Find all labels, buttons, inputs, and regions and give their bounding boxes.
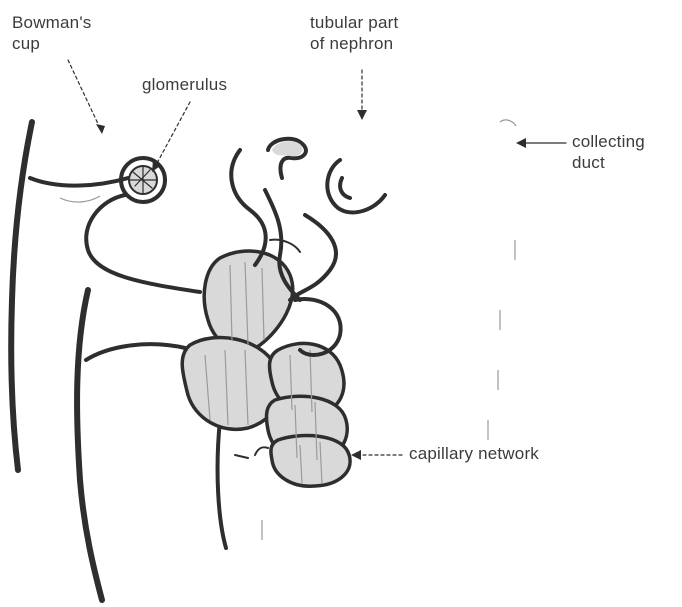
collecting-duct-label-line-1: collecting [572,131,645,152]
afferent-arteriole [30,178,128,186]
bowmans-cup-label: Bowman's cup [12,12,92,54]
capillary-network-label: capillary network [409,443,539,464]
tubular-coil-1 [231,150,265,265]
tubular-coil-2-fill [272,141,302,156]
afferent-arrow [60,196,100,202]
tubular-arrowhead [357,110,367,120]
tubular-part-label: tubular part of nephron [310,12,398,54]
inner-blood-vessel [77,290,102,600]
glomerulus-label: glomerulus [142,74,227,95]
descending-vessel [218,420,226,548]
bowmans-cup-label-line-2: cup [12,33,92,54]
tubular-short-1 [270,240,300,252]
capillary-arrowhead [351,450,361,460]
tubular-loop-right [290,215,336,300]
bowmans-cup-label-line-1: Bowman's [12,12,92,33]
glomerulus-pointer [156,102,190,165]
efferent-vessel [86,344,185,360]
tubular-part-label-line-1: tubular part [310,12,398,33]
tubular-short-2 [235,447,268,458]
tubular-coil-3 [327,160,385,212]
left-blood-vessel [11,122,32,470]
collecting-arrowhead [516,138,526,148]
tubular-coil-3-inner [340,178,350,198]
collecting-duct-label: collecting duct [572,131,645,173]
collecting-duct-label-line-2: duct [572,152,645,173]
bowmans-cup-arrowhead [96,124,105,134]
tubular-part-label-line-2: of nephron [310,33,398,54]
bowmans-cup-pointer [68,60,100,128]
capillary-blob-5 [271,436,350,487]
proximal-tubule [86,195,200,292]
